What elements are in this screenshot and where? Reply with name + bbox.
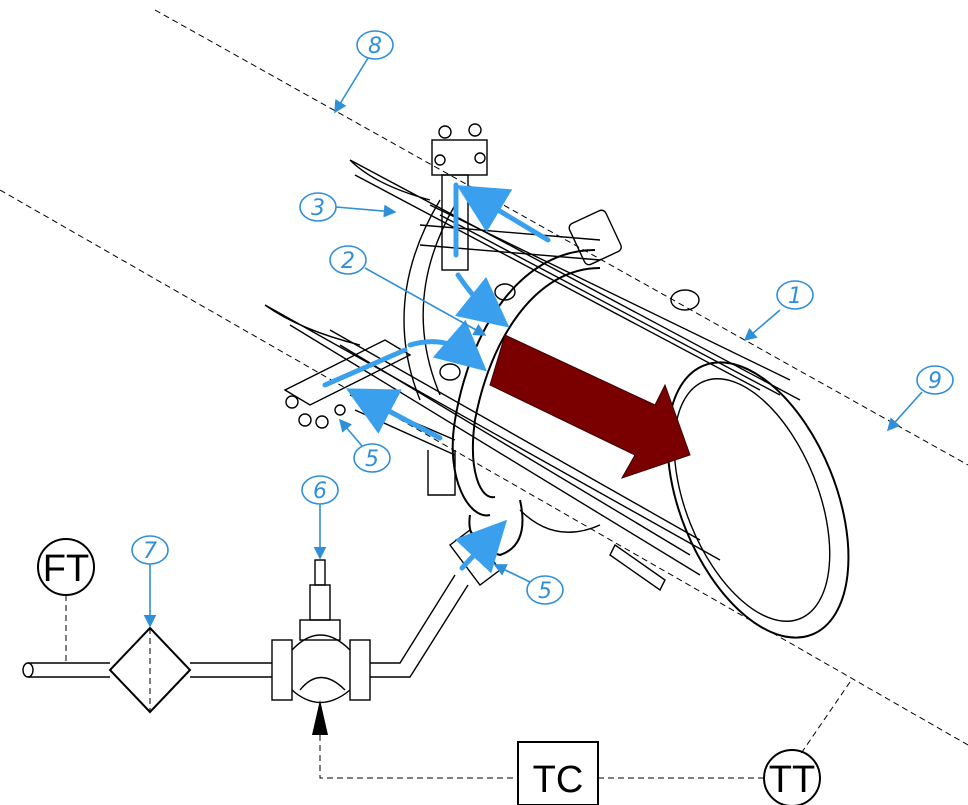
signal-lines (65, 595, 851, 779)
lower-injector-head (283, 339, 412, 406)
bolt-icon (434, 154, 446, 166)
tt-instrument: TT (763, 749, 821, 805)
callout-bubble (353, 443, 391, 473)
top-injector-head (431, 139, 488, 176)
supply-pipe-start (28, 662, 110, 678)
valve-flange-left (271, 639, 293, 701)
callout-number: 9 (928, 369, 942, 394)
top-injector-rail (419, 224, 601, 261)
valve-body (291, 634, 351, 704)
callout-number: 5 (365, 447, 379, 472)
ring-outer (451, 249, 596, 517)
supply-pipe-mid (190, 662, 272, 678)
tc-label: TC (533, 759, 584, 801)
callout-1: 1 (743, 280, 814, 342)
callout-number: 6 (313, 479, 327, 504)
callout-number: 2 (341, 249, 355, 274)
callout-bubble (776, 280, 814, 310)
vent-boss (670, 289, 700, 311)
pipe-outlet-outer (666, 361, 850, 639)
callout-6: 6 (301, 475, 339, 560)
callout-8: 8 (334, 30, 394, 114)
pipe-bottom-edge (264, 304, 721, 576)
drain-stub (427, 450, 456, 496)
main-pipe (264, 159, 850, 639)
callout-bubble (526, 575, 564, 605)
tt-circle (763, 749, 821, 805)
bolt-icon (438, 125, 452, 139)
callout-2: 2 (329, 245, 487, 336)
bolt-icon (334, 404, 346, 416)
tt-sensing-line (799, 681, 851, 756)
tc-instrument: TC (517, 741, 599, 805)
callout-leader (335, 204, 397, 218)
bolt-icon (298, 413, 312, 427)
duct-boundary-upper (154, 9, 968, 466)
pipe-liner-lines (329, 204, 791, 556)
valve-flange-right (349, 639, 371, 701)
valve-bonnet (299, 619, 341, 641)
ft-instrument: FT (37, 538, 95, 596)
supply-pipe-riser (370, 574, 469, 678)
callout-leader (886, 391, 923, 432)
bolt-icon (468, 123, 482, 137)
callout-leader (493, 564, 531, 583)
tc-box (517, 741, 599, 805)
valve-stem (314, 559, 326, 586)
supply-piping (22, 574, 469, 714)
duct-boundary-lines (0, 9, 968, 746)
bottom-support (609, 543, 666, 592)
bolt-icon (474, 152, 486, 164)
bolt-icon (315, 415, 329, 429)
callout-number: 3 (311, 196, 325, 221)
tt-label: TT (769, 759, 815, 801)
flow-direction-arrow (489, 334, 691, 479)
tc-to-valve-line (319, 735, 518, 779)
lower-flow-line (322, 347, 408, 388)
duct-boundary-lower (0, 189, 968, 746)
callout-number: 5 (538, 579, 552, 604)
callout-number: 1 (788, 284, 802, 309)
callout-7: 7 (131, 535, 169, 628)
callout-3: 3 (299, 192, 397, 222)
lower-return-flow (345, 388, 443, 441)
top-flange (568, 209, 622, 266)
pipe-bottom-curve (519, 509, 601, 533)
valve-yoke (309, 584, 331, 621)
inlet-flow-arrow (454, 519, 508, 574)
ft-circle (37, 538, 95, 596)
ring-inner (471, 267, 601, 499)
callout-leader (334, 57, 369, 114)
pipe-inlet-arc (403, 199, 456, 401)
callout-5-lower-injector: 5 (338, 418, 391, 473)
callout-number: 7 (143, 539, 157, 564)
valve-seat (299, 676, 346, 691)
callout-bubble (916, 365, 954, 395)
ft-label: FT (43, 548, 89, 590)
callout-bubble (356, 30, 394, 60)
actuator-arrow (312, 700, 328, 735)
top-return-flow (456, 185, 551, 243)
callout-5-inlet: 5 (493, 564, 564, 605)
top-injector (419, 123, 601, 328)
callout-bubble (329, 245, 367, 275)
ring-tee (468, 499, 524, 557)
pipe-top-edge (349, 159, 801, 401)
top-spray-arrow (454, 272, 510, 328)
callout-leader (743, 309, 781, 342)
control-valve (271, 559, 371, 735)
callout-9: 9 (886, 365, 954, 432)
bolt-icon (285, 395, 299, 409)
pipe-end-cap (22, 662, 34, 678)
pipe-outlet-inner (673, 378, 831, 622)
lower-spray-arrow (407, 319, 487, 372)
upper-nozzle-tip (494, 283, 516, 301)
callout-leader (338, 418, 363, 447)
lower-injector (283, 283, 516, 456)
callout-number: 8 (368, 34, 382, 59)
lower-nozzle-tip (439, 363, 461, 381)
callout-leader (364, 267, 487, 336)
